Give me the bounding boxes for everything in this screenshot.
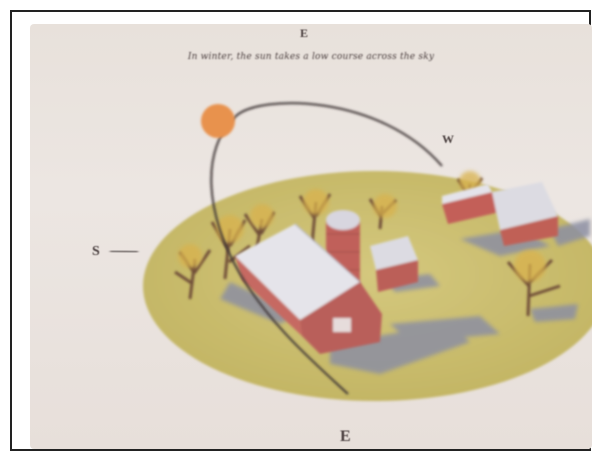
sun: [201, 104, 235, 138]
label-top: E: [300, 26, 308, 41]
label-east: E: [340, 428, 351, 446]
label-south: S: [92, 244, 100, 260]
label-west: W: [442, 132, 454, 147]
illustration-canvas: [30, 24, 592, 449]
image-frame: In winter, the sun takes a low course ac…: [10, 10, 591, 451]
caption: In winter, the sun takes a low course ac…: [30, 52, 592, 62]
south-tick: [110, 251, 138, 252]
farm-sun-path-illustration: In winter, the sun takes a low course ac…: [30, 24, 592, 449]
